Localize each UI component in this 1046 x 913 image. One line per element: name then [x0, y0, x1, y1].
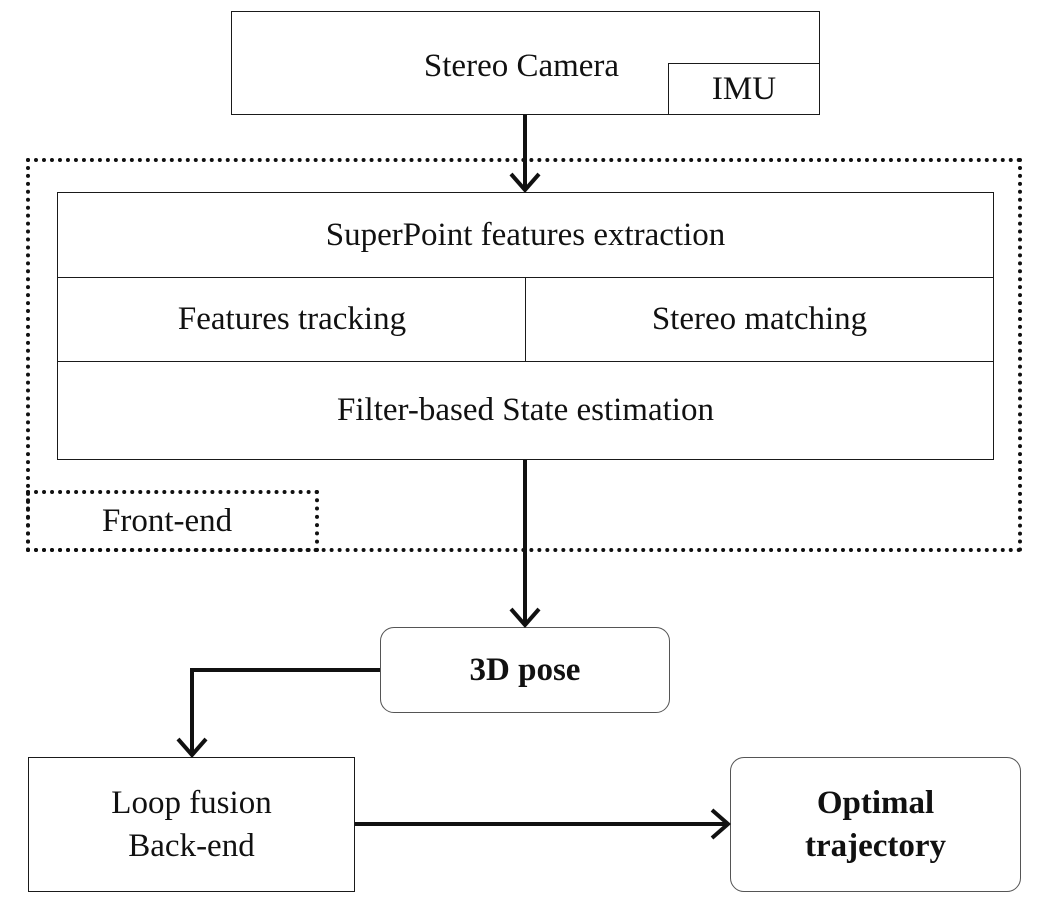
stereo-camera-label: Stereo Camera	[423, 48, 620, 84]
back-end-label: Back-end	[128, 827, 255, 864]
front-end-label-box	[26, 490, 319, 552]
loop-fusion-label: Loop fusion	[111, 784, 272, 821]
superpoint-extraction-label: SuperPoint features extraction	[325, 216, 726, 253]
stereo-matching-label: Stereo matching	[651, 301, 868, 338]
optimal-trajectory-box: Optimal trajectory	[730, 757, 1021, 892]
camera-to-frontend-arrowhead	[509, 172, 541, 194]
pose-to-loop-fusion-arrowhead	[176, 737, 208, 759]
frontend-to-pose-arrowhead	[509, 607, 541, 629]
optimal-label: Optimal	[816, 784, 935, 821]
pose-3d-label: 3D pose	[469, 651, 581, 688]
state-estimation-box: Filter-based State estimation	[57, 361, 994, 460]
loop-fusion-to-trajectory-arrowhead	[710, 808, 732, 840]
pose-to-loop-fusion-arrow	[190, 668, 380, 755]
imu-box: IMU	[668, 63, 820, 115]
loop-fusion-box: Loop fusion Back-end	[28, 757, 355, 892]
trajectory-label: trajectory	[804, 827, 947, 864]
front-end-label: Front-end	[30, 494, 315, 548]
superpoint-extraction-box: SuperPoint features extraction	[57, 192, 994, 278]
features-tracking-label: Features tracking	[177, 301, 407, 338]
pose-3d-box: 3D pose	[380, 627, 670, 713]
state-estimation-label: Filter-based State estimation	[337, 392, 714, 429]
front-end-label-text: Front-end	[102, 502, 233, 539]
features-tracking-box: Features tracking	[57, 277, 527, 362]
imu-label: IMU	[711, 70, 777, 107]
